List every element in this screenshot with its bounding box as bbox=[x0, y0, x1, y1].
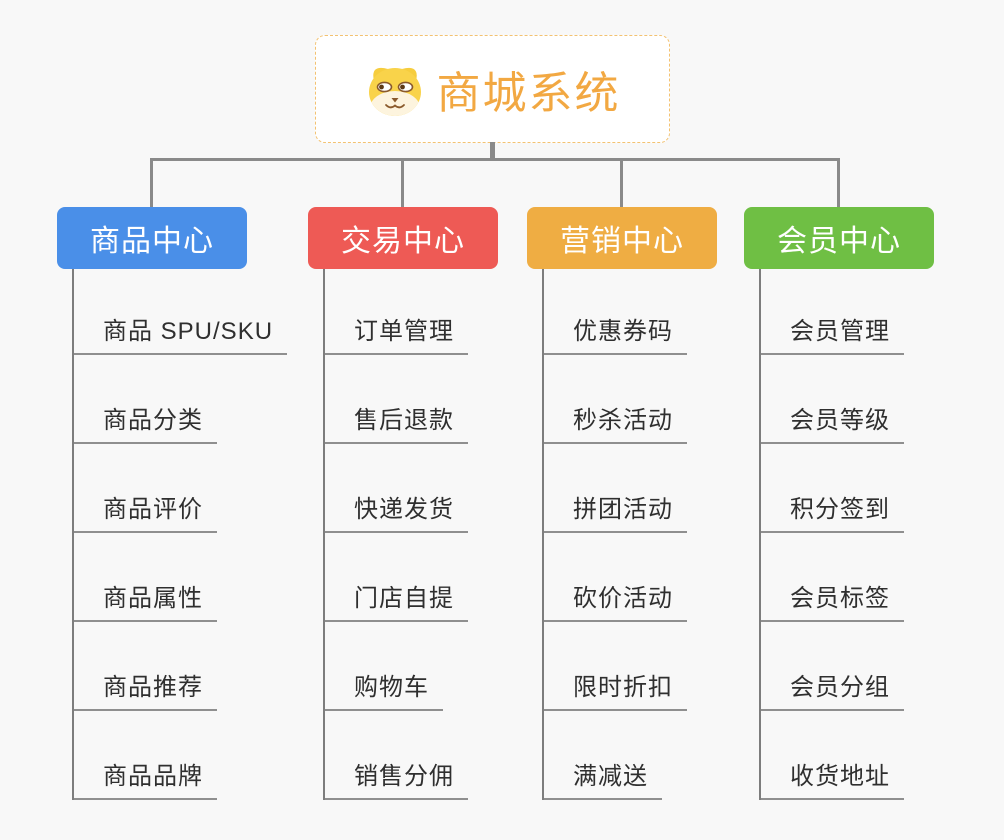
branch-label: 会员中心 bbox=[777, 225, 901, 258]
connector-drop-marketing bbox=[620, 158, 623, 207]
leaf-list-member: 会员管理 会员等级 积分签到 会员标签 会员分组 收货地址 bbox=[759, 269, 934, 800]
connector-horizontal bbox=[151, 158, 839, 161]
branch-label: 商品中心 bbox=[90, 225, 214, 258]
leaf-item[interactable]: 收货地址 bbox=[761, 711, 904, 800]
leaf-label: 秒杀活动 bbox=[573, 407, 673, 434]
connector-root-stub bbox=[490, 142, 495, 159]
leaf-item[interactable]: 会员标签 bbox=[761, 533, 904, 622]
leaf-item[interactable]: 秒杀活动 bbox=[544, 355, 687, 444]
leaf-item[interactable]: 售后退款 bbox=[325, 355, 468, 444]
leaf-item[interactable]: 商品推荐 bbox=[74, 622, 217, 711]
leaf-list-product: 商品 SPU/SKU 商品分类 商品评价 商品属性 商品推荐 商品品牌 bbox=[72, 269, 288, 800]
leaf-label: 购物车 bbox=[354, 674, 429, 701]
root-title: 商城系统 bbox=[436, 69, 621, 118]
leaf-item[interactable]: 购物车 bbox=[325, 622, 443, 711]
leaf-item[interactable]: 限时折扣 bbox=[544, 622, 687, 711]
leaf-label: 商品推荐 bbox=[103, 674, 203, 701]
leaf-list-marketing: 优惠券码 秒杀活动 拼团活动 砍价活动 限时折扣 满减送 bbox=[542, 269, 717, 800]
leaf-item[interactable]: 商品品牌 bbox=[74, 711, 217, 800]
leaf-label: 商品评价 bbox=[103, 496, 203, 523]
leaf-item[interactable]: 销售分佣 bbox=[325, 711, 468, 800]
branch-header-trade-center[interactable]: 交易中心 bbox=[308, 207, 498, 269]
leaf-label: 拼团活动 bbox=[573, 496, 673, 523]
branch-header-product-center[interactable]: 商品中心 bbox=[57, 207, 247, 269]
connector-drop-trade bbox=[401, 158, 404, 207]
leaf-label: 商品 SPU/SKU bbox=[103, 318, 274, 345]
leaf-item[interactable]: 商品 SPU/SKU bbox=[74, 269, 288, 355]
leaf-item[interactable]: 门店自提 bbox=[325, 533, 468, 622]
leaf-item[interactable]: 满减送 bbox=[544, 711, 662, 800]
branch-member-center: 会员中心 会员管理 会员等级 积分签到 会员标签 会员分组 收货地址 bbox=[744, 207, 934, 800]
branch-product-center: 商品中心 商品 SPU/SKU 商品分类 商品评价 商品属性 商品推荐 商品品牌 bbox=[57, 207, 288, 800]
branch-label: 营销中心 bbox=[560, 225, 684, 258]
leaf-item[interactable]: 会员等级 bbox=[761, 355, 904, 444]
leaf-label: 商品分类 bbox=[103, 407, 203, 434]
leaf-item[interactable]: 商品分类 bbox=[74, 355, 217, 444]
leaf-label: 售后退款 bbox=[354, 407, 454, 434]
branch-header-member-center[interactable]: 会员中心 bbox=[744, 207, 934, 269]
leaf-item[interactable]: 砍价活动 bbox=[544, 533, 687, 622]
doge-icon bbox=[368, 67, 421, 116]
leaf-item[interactable]: 商品属性 bbox=[74, 533, 217, 622]
branch-header-marketing-center[interactable]: 营销中心 bbox=[527, 207, 717, 269]
leaf-label: 门店自提 bbox=[354, 585, 454, 612]
leaf-label: 会员分组 bbox=[790, 674, 890, 701]
leaf-label: 会员等级 bbox=[790, 407, 890, 434]
connector-drop-member bbox=[837, 158, 840, 207]
leaf-item[interactable]: 积分签到 bbox=[761, 444, 904, 533]
leaf-label: 会员标签 bbox=[790, 585, 890, 612]
leaf-list-trade: 订单管理 售后退款 快递发货 门店自提 购物车 销售分佣 bbox=[323, 269, 498, 800]
leaf-label: 销售分佣 bbox=[354, 763, 454, 790]
leaf-label: 收货地址 bbox=[790, 763, 890, 790]
leaf-label: 商品属性 bbox=[103, 585, 203, 612]
leaf-item[interactable]: 优惠券码 bbox=[544, 269, 687, 355]
leaf-label: 满减送 bbox=[573, 763, 648, 790]
leaf-label: 订单管理 bbox=[354, 318, 454, 345]
branch-trade-center: 交易中心 订单管理 售后退款 快递发货 门店自提 购物车 销售分佣 bbox=[308, 207, 498, 800]
leaf-label: 会员管理 bbox=[790, 318, 890, 345]
leaf-item[interactable]: 快递发货 bbox=[325, 444, 468, 533]
leaf-item[interactable]: 会员管理 bbox=[761, 269, 904, 355]
leaf-label: 快递发货 bbox=[354, 496, 454, 523]
connector-drop-product bbox=[150, 158, 153, 207]
leaf-item[interactable]: 拼团活动 bbox=[544, 444, 687, 533]
leaf-label: 砍价活动 bbox=[573, 585, 673, 612]
branch-marketing-center: 营销中心 优惠券码 秒杀活动 拼团活动 砍价活动 限时折扣 满减送 bbox=[527, 207, 717, 800]
leaf-label: 限时折扣 bbox=[573, 674, 673, 701]
leaf-label: 优惠券码 bbox=[573, 318, 673, 345]
branch-label: 交易中心 bbox=[341, 225, 465, 258]
leaf-item[interactable]: 会员分组 bbox=[761, 622, 904, 711]
leaf-label: 商品品牌 bbox=[103, 763, 203, 790]
leaf-item[interactable]: 订单管理 bbox=[325, 269, 468, 355]
leaf-label: 积分签到 bbox=[790, 496, 890, 523]
leaf-item[interactable]: 商品评价 bbox=[74, 444, 217, 533]
root-node[interactable]: 商城系统 bbox=[315, 35, 670, 143]
